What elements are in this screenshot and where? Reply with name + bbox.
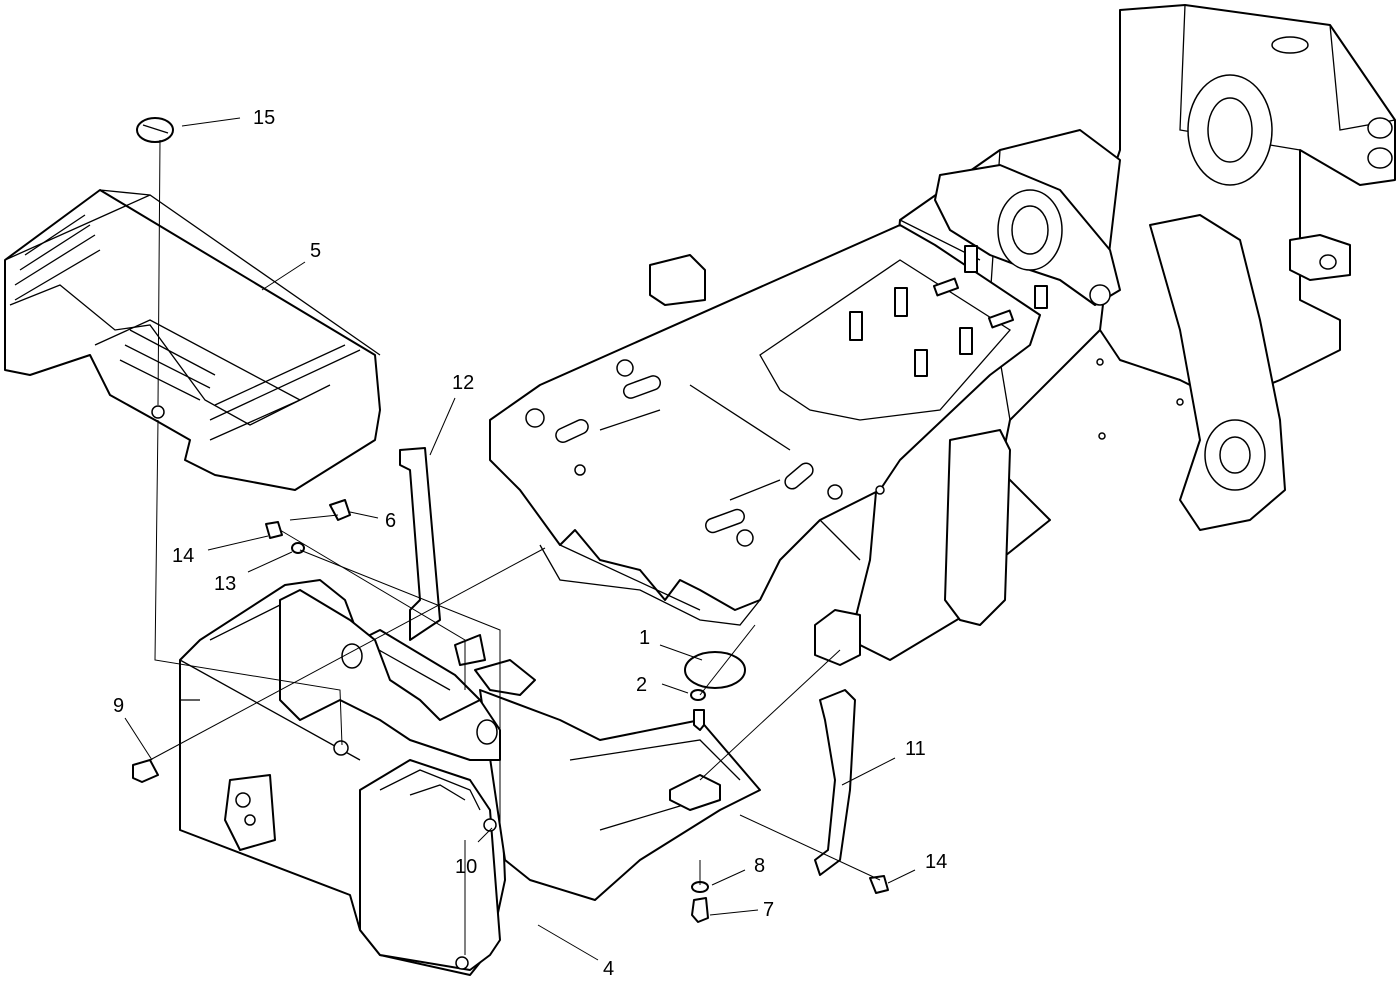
callout-2: 2 xyxy=(636,674,647,696)
callout-5: 5 xyxy=(310,240,321,262)
callout-4: 4 xyxy=(603,958,614,980)
callout-1: 1 xyxy=(639,627,650,649)
part-9-bolt xyxy=(132,759,159,783)
plate-pins xyxy=(849,245,1048,377)
callout-12: 12 xyxy=(452,372,474,394)
callout-7: 7 xyxy=(763,899,774,921)
side-plate-11 xyxy=(814,689,856,876)
callout-6: 6 xyxy=(385,510,396,532)
main-frame xyxy=(489,4,1396,666)
callout-15: 15 xyxy=(253,107,275,129)
callout-14-right: 14 xyxy=(925,851,947,873)
callout-labels: 15 5 12 6 14 13 9 1 2 10 11 14 8 7 4 xyxy=(113,107,947,980)
part-14-bolt-left xyxy=(265,521,283,539)
part-13-washer xyxy=(291,542,305,554)
side-plate-12 xyxy=(399,447,441,641)
part-1-disc xyxy=(684,651,746,689)
counterweight xyxy=(179,579,761,976)
step-assembly xyxy=(4,189,381,491)
part-bolt-center xyxy=(693,709,705,731)
callout-8: 8 xyxy=(754,855,765,877)
callout-11: 11 xyxy=(905,738,926,760)
part-6-bolt xyxy=(329,499,351,521)
assembly-guide-lines xyxy=(149,139,881,955)
part-14-bolt-right xyxy=(869,875,889,894)
part-15-cap xyxy=(136,117,174,143)
callout-14-left: 14 xyxy=(172,545,194,567)
part-7-bolt xyxy=(691,897,709,923)
callout-10: 10 xyxy=(455,856,477,878)
callout-13: 13 xyxy=(214,573,236,595)
callout-leaders xyxy=(124,117,916,961)
callout-9: 9 xyxy=(113,695,124,717)
